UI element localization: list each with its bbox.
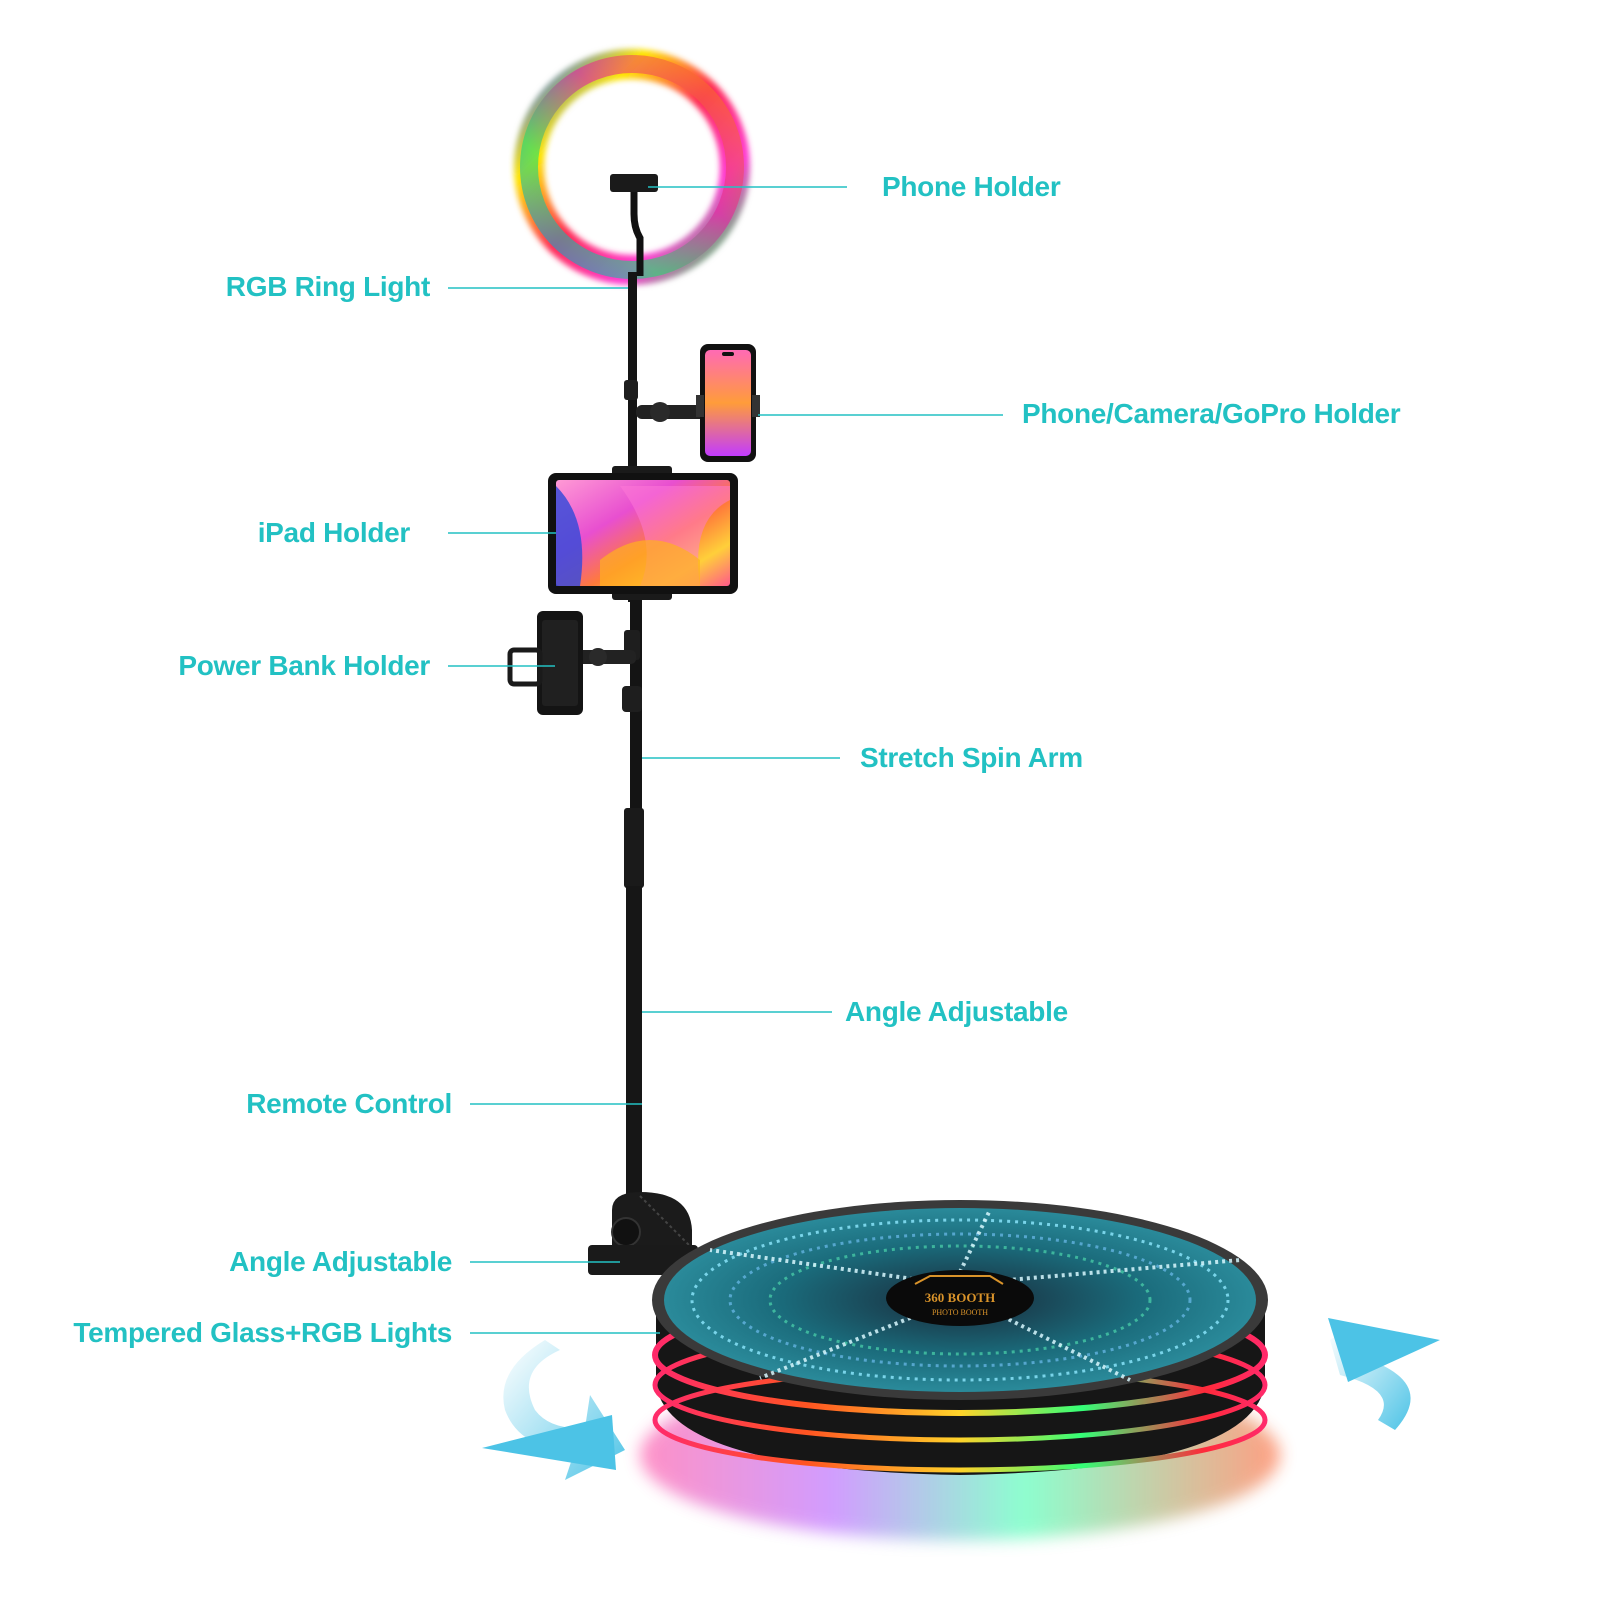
rotation-arrow-right-icon: [1328, 1318, 1440, 1430]
platform-logo-badge: [886, 1270, 1034, 1326]
callout-tempered-glass-rgb-lights: Tempered Glass+RGB Lights: [73, 1317, 452, 1348]
rgb-ring-light: [514, 49, 750, 285]
platform-logo-line1: 360 BOOTH: [925, 1290, 995, 1305]
power-bank-holder: [507, 611, 636, 715]
phone-camera-gopro-holder: [636, 344, 760, 462]
ipad-holder: [548, 466, 738, 600]
leader-lines: [448, 186, 1003, 1334]
rotating-platform: [652, 1200, 1268, 1475]
callout-remote-control: Remote Control: [246, 1088, 452, 1119]
callout-rgb-ring-light: RGB Ring Light: [225, 271, 431, 302]
callout-angle-adjustable-base: Angle Adjustable: [229, 1246, 452, 1277]
stretch-spin-arm-pole: [622, 272, 644, 1216]
callout-angle-adjustable-arm: Angle Adjustable: [845, 996, 1068, 1027]
camera-logo-icon: [914, 1275, 1004, 1285]
phone-holder-clip: [610, 174, 658, 276]
rotation-arrow-left-icon: [482, 1340, 625, 1480]
callout-ipad-holder: iPad Holder: [257, 517, 411, 548]
callout-power-bank-holder: Power Bank Holder: [178, 650, 430, 681]
callout-stretch-spin-arm: Stretch Spin Arm: [860, 742, 1083, 773]
callout-phone-camera-gopro-holder: Phone/Camera/GoPro Holder: [1022, 398, 1401, 429]
callout-phone-holder: Phone Holder: [882, 171, 1061, 202]
platform-logo-line2: PHOTO BOOTH: [932, 1308, 988, 1317]
